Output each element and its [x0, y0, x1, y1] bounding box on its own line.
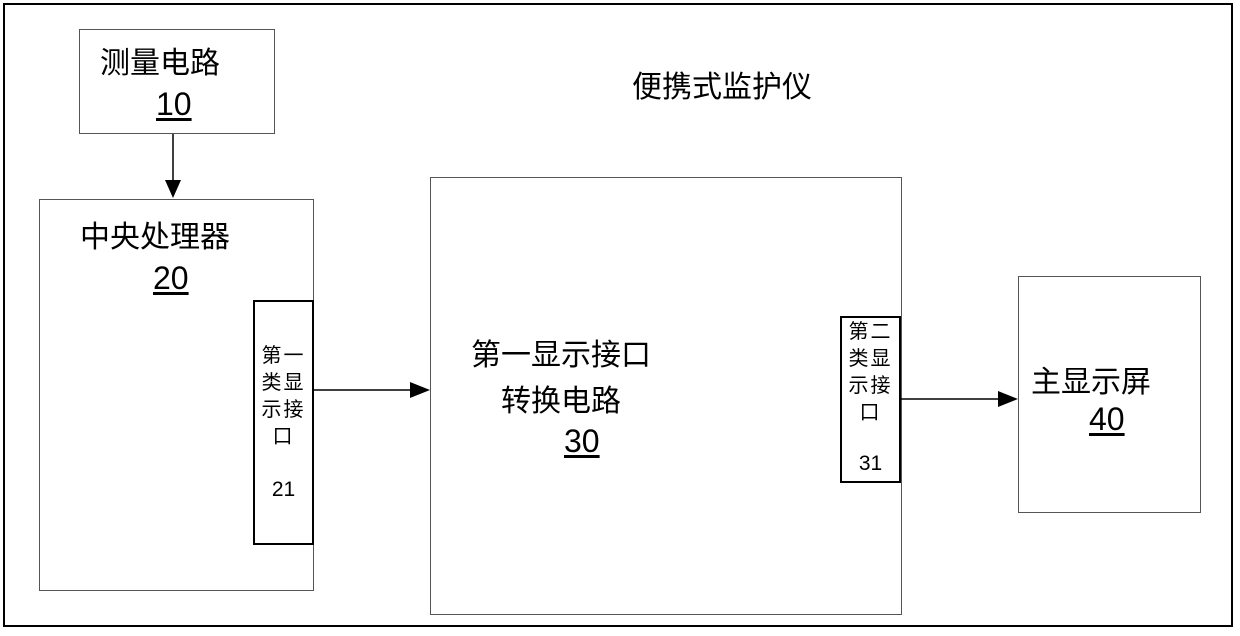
measurement-to-cpu-arrowhead [165, 180, 181, 198]
interface21-to-converter-arrowhead [410, 382, 430, 398]
interface31-to-display-arrowhead [998, 391, 1018, 407]
